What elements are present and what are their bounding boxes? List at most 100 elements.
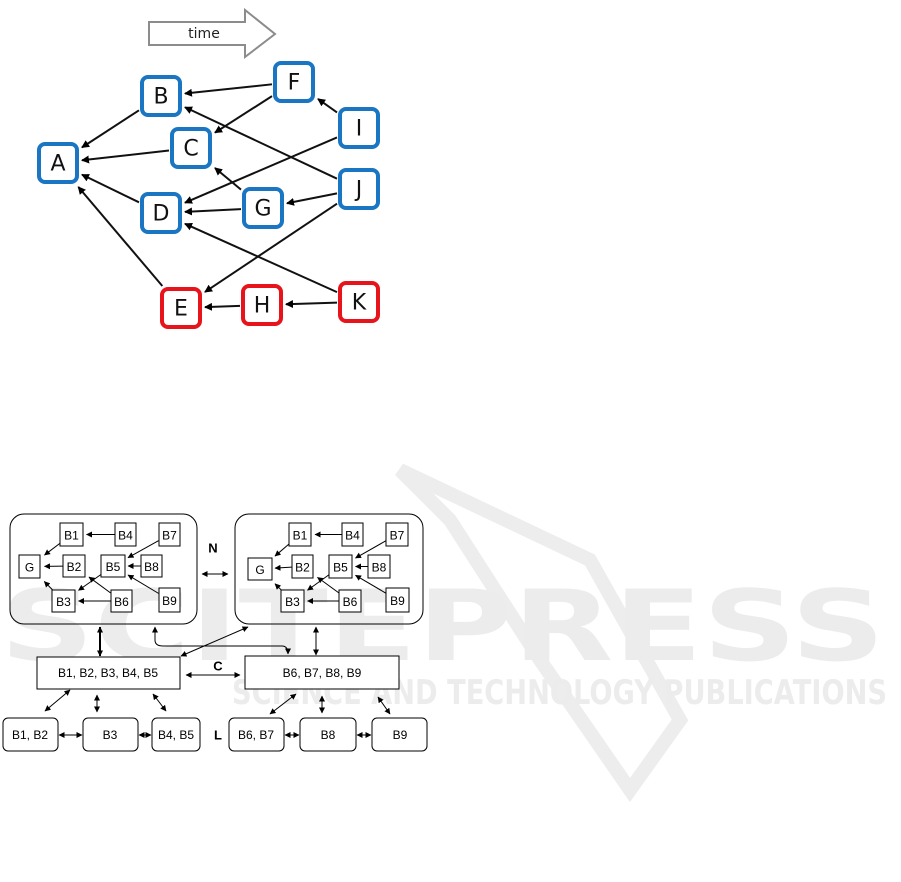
leaf-label: B9 [393,728,408,742]
edge-E-to-A [77,186,164,287]
node-box-B9 [385,587,410,613]
node-label: B8 [144,560,159,574]
node-box-B9 [158,587,181,613]
cluster-label-right: B6, B7, B8, B9 [283,666,362,680]
node-label: B5 [106,560,121,574]
time-arrow: time [148,7,277,60]
node-box-B1 [59,522,84,547]
edge-F-to-B [184,83,273,97]
node-D: D [140,192,182,234]
node-label: A [50,152,65,177]
node-box-B2 [62,554,86,578]
leaf-box [151,717,201,752]
edge-J-to-G [286,192,338,206]
figure-1-edges [77,83,338,311]
node-box-B6 [338,589,362,613]
edge-G-to-D [184,207,242,216]
node-box-B8 [140,554,163,578]
leaf-label: B6, B7 [238,728,274,742]
node-box [273,61,315,103]
leaf-boxes: B1, B2 B3 B4, B5 B6, B7 B8 B9 [2,717,428,752]
node-C: C [170,127,212,169]
node-box-B8 [367,554,391,579]
node-I: I [338,107,380,149]
node-F: F [273,61,315,103]
node-label: G [254,197,271,222]
node-label: G [255,563,264,577]
node-label: B2 [295,561,310,575]
panel-right [234,513,424,625]
node-box [242,187,284,229]
cluster-box-right [244,655,400,690]
node-label: I [356,117,363,142]
edge-B9-to-B5 [355,574,387,594]
node-label: B [153,85,168,110]
node-E: E [160,287,202,329]
panel-left [9,513,198,625]
node-label: B5 [333,561,348,575]
node-label: E [174,297,188,322]
node-box-B6 [110,589,133,613]
edge-H-to-E [204,302,241,311]
node-box-B5 [100,554,126,578]
node-label: B3 [285,595,300,609]
leaf-box [299,717,357,752]
edge-G-to-C [214,167,242,191]
node-label: B9 [162,594,177,608]
node-box [338,107,380,149]
node-label: B6 [114,595,129,609]
node-K: K [338,281,380,323]
node-label: B1 [293,529,308,543]
node-label: B9 [390,594,405,608]
node-box [140,192,182,234]
node-label: J [354,178,363,203]
edge-B7-to-B5 [127,540,159,559]
time-label: time [188,26,220,42]
node-box-B1 [288,522,312,547]
node-box [338,168,380,210]
edge-B5-to-B3 [78,573,103,591]
edge-C-to-A [81,149,170,164]
edge-B1-to-G [44,542,61,556]
node-box [170,127,212,169]
node-box-B3 [51,589,76,613]
hierarchy-connectors [44,571,391,738]
node-label: B6 [343,595,358,609]
node-G: G [242,187,284,229]
node-label: H [254,294,271,319]
leaf-box [82,717,139,752]
leaf-label: B8 [321,728,336,742]
edge-B5-to-B3 [307,574,330,591]
node-J: J [338,168,380,210]
node-box-B4 [341,522,364,547]
node-box-B7 [158,522,181,547]
edge-D-to-A [81,173,140,204]
edge-B-to-A [81,109,140,149]
leaf-box [2,717,59,752]
node-B: B [140,75,182,117]
leaf-label: B1, B2 [12,728,48,742]
node-box-B4 [114,522,137,547]
node-label: B3 [56,595,71,609]
figure-1-nodes: A B C D E F G H I J K [37,61,380,329]
edge-B3-to-G [274,583,282,591]
node-box [37,142,79,184]
figure-1-temporal-graph: time A B C D E F G H I J K [37,7,380,329]
node-label: C [183,137,198,162]
node-box-G [18,554,41,579]
edge-B9-to-B5 [127,574,159,594]
node-A: A [37,142,79,184]
leaf-box [228,717,285,752]
node-label: G [25,561,34,575]
node-box-G [247,557,273,581]
leaf-label: B3 [103,728,118,742]
node-box-B3 [280,589,305,613]
cluster-box-left [36,656,181,690]
cluster-label-left: B1, B2, B3, B4, B5 [58,666,158,680]
edge-B3-to-G [43,581,54,591]
